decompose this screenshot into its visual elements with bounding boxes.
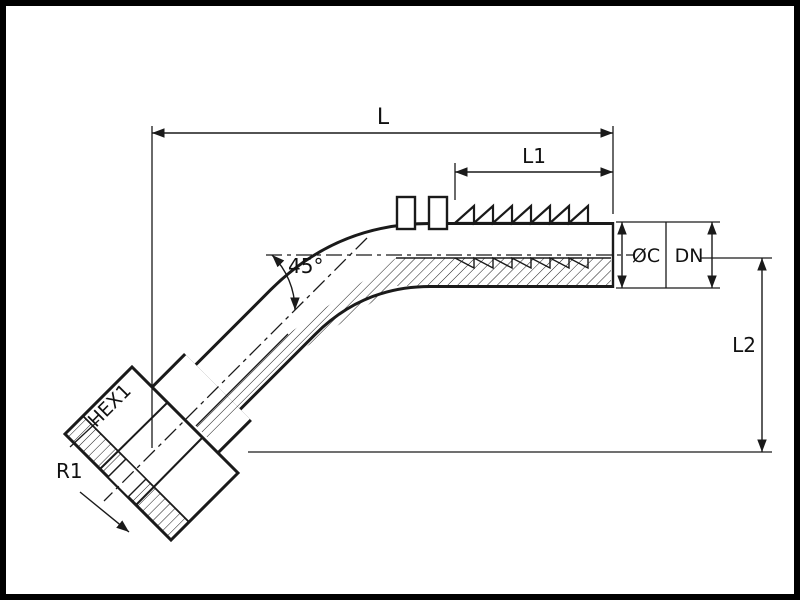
barb-teeth [452, 203, 590, 226]
crimp-collars [395, 195, 449, 231]
dimension-L1: L1 [454, 144, 613, 200]
dim-label-l: L [377, 105, 390, 130]
dim-label-r1: R1 [56, 459, 83, 483]
centerlines [103, 237, 634, 502]
dimension-r1: R1 [56, 419, 130, 533]
dimension-L2: L2 [248, 257, 772, 453]
dimension-diameter-c: ØC [616, 221, 720, 289]
dim-label-diameter-c: ØC [632, 245, 660, 267]
crimp-collar [395, 195, 417, 231]
dimension-L: L [151, 105, 614, 448]
crimp-collar [427, 195, 449, 231]
dim-label-l1: L1 [522, 144, 546, 168]
section-hatching [195, 256, 611, 441]
dim-label-l2: L2 [732, 333, 756, 357]
dimension-angle: 45° [271, 254, 323, 311]
dim-label-dn: DN [675, 245, 704, 267]
barb-section-line [454, 256, 589, 270]
dim-label-angle: 45° [288, 254, 323, 278]
fitting-body [62, 195, 615, 543]
dimension-dn: DN [665, 222, 717, 288]
diagonal-centerline [103, 237, 368, 502]
